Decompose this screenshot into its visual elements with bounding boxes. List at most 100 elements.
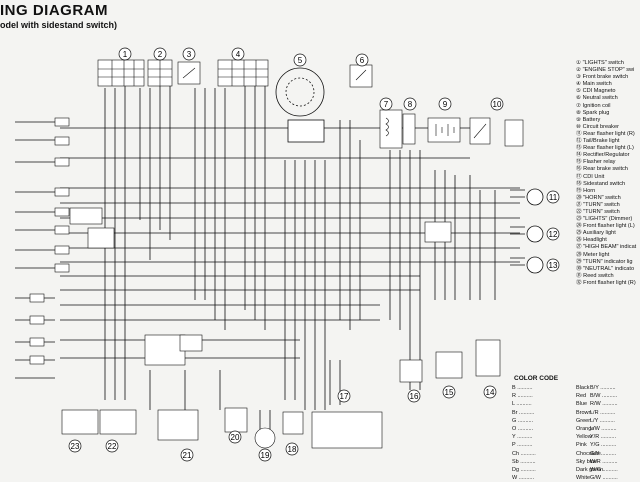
component-marker-label: 12	[549, 230, 558, 239]
color-code-row: Y/R ..........Yellow	[590, 433, 640, 441]
component-marker-circle	[293, 53, 307, 67]
component-marker-circle	[490, 97, 504, 111]
component-marker-label: 14	[486, 388, 495, 397]
color-code-row: G/Y ..........Green	[590, 450, 640, 458]
component-marker-label: 6	[360, 56, 365, 65]
color-code-abbrev: Dg ..........	[512, 466, 536, 473]
legend-item: ⑭ Rectifier/Regulator	[576, 152, 630, 159]
legend-item: ⑫ Tail/Brake light	[576, 138, 620, 145]
component-marker-circle	[68, 439, 82, 453]
legend-item: ㉚ "NEUTRAL" indicato	[576, 265, 635, 272]
cdi-magneto	[275, 67, 325, 143]
color-code-abbrev: L/R ..........	[590, 409, 616, 416]
legend-item: ㉙ "TURN" indicator lig	[576, 258, 633, 265]
color-code-row: R/W ..........Red/	[590, 400, 640, 408]
color-code-abbrev: R/W ..........	[590, 401, 618, 408]
color-code-name: Dark green	[576, 466, 604, 473]
junction-blocks	[69, 207, 452, 366]
color-code-name: Sky blue	[576, 458, 598, 465]
component-marker-circle	[118, 47, 132, 61]
component-marker-circle	[231, 47, 245, 61]
component-marker-label: 19	[261, 451, 270, 460]
legend-item: ① "LIGHTS" switch	[576, 60, 624, 66]
legend-item: ⑮ Flasher relay	[576, 159, 616, 166]
color-code-name: Green	[576, 417, 592, 424]
color-code-row: L/W ..........Blue/	[590, 425, 640, 433]
diagram-title: ING DIAGRAM	[0, 2, 108, 19]
component-marker-circle	[442, 385, 456, 399]
component-marker-label: 4	[236, 50, 241, 59]
color-code-row: G/W ..........Green	[590, 474, 640, 482]
color-code-abbrev: G ..........	[512, 417, 534, 424]
color-code-abbrev: G/W ..........	[590, 475, 618, 482]
legend-item: ⑳ "HORN" switch	[576, 194, 621, 201]
legend-item: ⑤ CDI Magneto	[576, 88, 616, 95]
component-marker-circle	[337, 389, 351, 403]
color-code-abbrev: P ..........	[512, 442, 533, 449]
switch-table-engine-stop	[147, 59, 173, 87]
component-marker-label: 16	[410, 392, 419, 401]
color-code-abbrev: Ch ..........	[512, 450, 536, 457]
color-code-right-column: B/Y ..........BlackB/W ..........BlackR/…	[590, 384, 640, 482]
component-marker-label: 5	[298, 56, 303, 65]
color-code-row: L/R ..........Blue/	[590, 409, 640, 417]
legend-item: ㉕ Auxiliary light	[576, 230, 616, 237]
legend-item: ⑨ Battery	[576, 116, 601, 123]
color-code-row: B .......... Black	[512, 384, 603, 392]
color-code-abbrev: L/W ..........	[590, 425, 617, 432]
component-marker-circle	[546, 190, 560, 204]
legend-item: ㉘ Meter light	[576, 251, 610, 258]
legend-item: ㉔ Front flasher light (L)	[576, 223, 635, 230]
legend-item: ③ Front brake switch	[576, 74, 629, 81]
color-code-name: Red	[576, 393, 587, 400]
legend-item: ㉖ Headlight	[576, 237, 607, 244]
wire-bundle	[15, 80, 520, 430]
front-brake-switch	[177, 61, 201, 85]
color-code-row: Dg .......... Dark green	[512, 466, 603, 474]
component-marker-circle	[438, 97, 452, 111]
component-marker-label: 15	[445, 388, 454, 397]
color-code-abbrev: Br ..........	[512, 409, 535, 416]
component-marker-circle	[407, 389, 421, 403]
component-marker-circle	[180, 448, 194, 462]
color-code-row: W/R ..........White	[590, 458, 640, 466]
legend-item: ④ Main switch	[576, 81, 612, 88]
legend-item: ⑥ Neutral switch	[576, 95, 618, 102]
color-code-name: Blue	[576, 401, 588, 408]
component-marker-circle	[355, 53, 369, 67]
legend-item: ⑯ Rear brake switch	[576, 166, 628, 173]
color-code-name: Black	[576, 385, 590, 391]
color-code-row: G .......... Green	[512, 417, 603, 425]
component-marker-circle	[105, 439, 119, 453]
component-marker-label: 23	[71, 442, 80, 451]
color-code-name: Orange	[576, 425, 595, 432]
color-code-abbrev: O ..........	[512, 425, 534, 432]
color-code-abbrev: L ..........	[512, 401, 532, 408]
spark-plug	[402, 113, 416, 145]
legend-item: ㉛ Reed switch	[576, 272, 614, 279]
color-code-abbrev: Y/R ..........	[590, 434, 616, 441]
color-code-row: Br ..........Brown	[512, 409, 603, 417]
component-marker-label: 9	[443, 100, 448, 109]
legend-item: ㉗ "HIGH BEAM" indicat	[576, 244, 637, 251]
color-code-row: Y/G ..........Yellow	[590, 441, 640, 449]
component-marker-label: 17	[340, 392, 349, 401]
component-marker-circle	[403, 97, 417, 111]
legend-item: ⑪ Rear flasher light (R)	[576, 130, 635, 137]
color-code-abbrev: Y/G ..........	[590, 442, 617, 449]
color-code-abbrev: B ..........	[512, 385, 533, 391]
legend-item: ⑦ Ignition coil	[576, 102, 611, 109]
component-marker-circle	[546, 258, 560, 272]
color-code-name: Yellow	[576, 434, 592, 441]
component-marker-label: 22	[108, 442, 117, 451]
color-code-row: Y ..........Yellow	[512, 433, 603, 441]
component-marker-circle	[228, 430, 242, 444]
diagram-subtitle: odel with sidestand switch)	[0, 20, 118, 30]
battery	[427, 117, 461, 143]
component-marker-label: 8	[408, 100, 413, 109]
switch-table-lights	[97, 59, 145, 87]
neutral-switch	[349, 64, 373, 88]
component-marker-circle	[153, 47, 167, 61]
